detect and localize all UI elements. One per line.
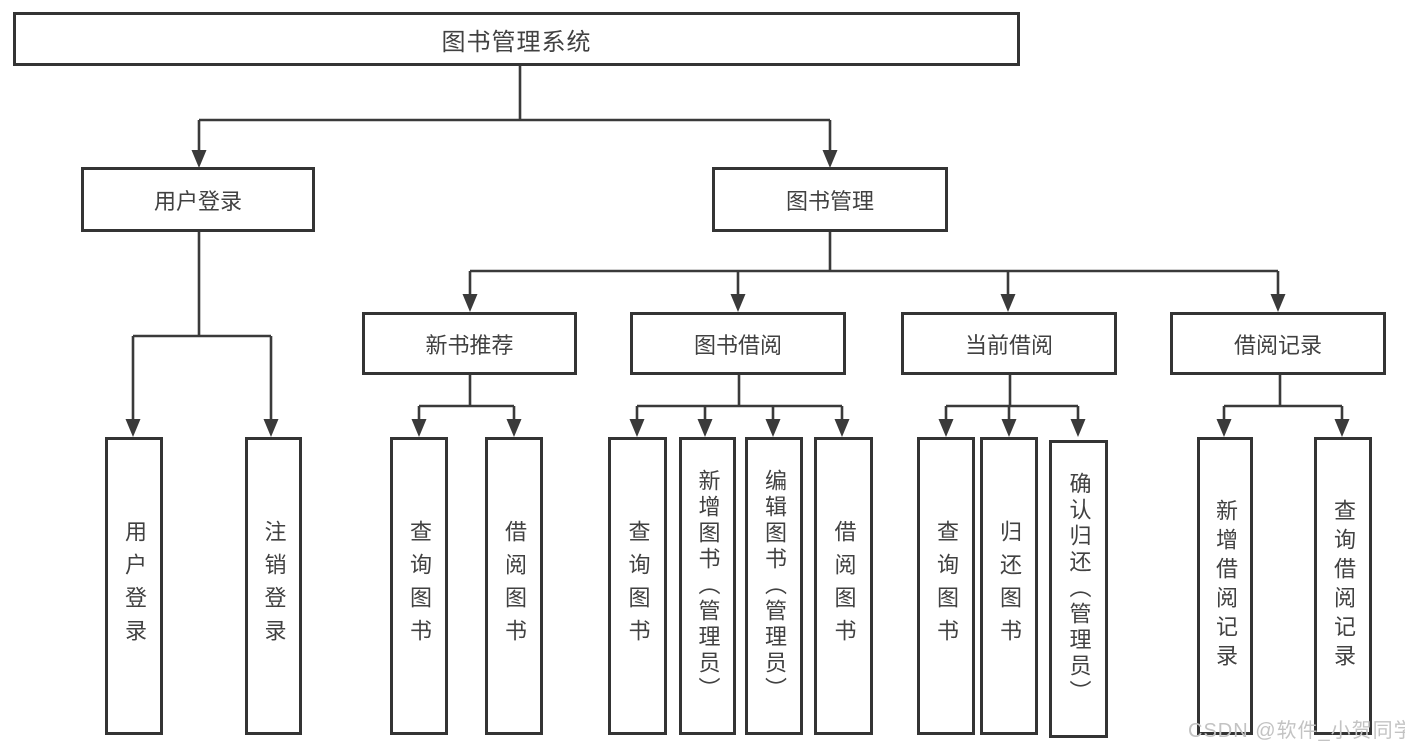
node-leaf-query-books-3: 查询图书 xyxy=(917,437,975,735)
node-book-management: 图书管理 xyxy=(712,167,948,232)
connector-borrow-record-children xyxy=(1222,375,1344,421)
node-leaf-confirm-return-admin: 确认归还（管理员） xyxy=(1049,440,1108,738)
node-leaf-query-books: 查询图书 xyxy=(390,437,448,735)
connector-book-mgmt-children xyxy=(468,232,1280,296)
connector-new-book-children xyxy=(417,375,516,421)
node-leaf-query-books-2: 查询图书 xyxy=(608,437,667,735)
node-leaf-borrow-books-2: 借阅图书 xyxy=(814,437,873,735)
node-leaf-add-borrow-record: 新增借阅记录 xyxy=(1197,437,1253,735)
node-user-login: 用户登录 xyxy=(81,167,315,232)
node-library-management-system: 图书管理系统 xyxy=(13,12,1020,66)
node-leaf-user-login: 用户登录 xyxy=(105,437,163,735)
node-borrowing-records: 借阅记录 xyxy=(1170,312,1386,375)
csdn-watermark: CSDN @软件_小贺同学 xyxy=(1188,720,1405,742)
node-leaf-edit-books-admin: 编辑图书（管理员） xyxy=(745,437,803,735)
connector-book-borrow-children xyxy=(635,375,844,421)
node-book-borrowing: 图书借阅 xyxy=(630,312,846,375)
node-leaf-borrow-books: 借阅图书 xyxy=(485,437,543,735)
node-leaf-return-books: 归还图书 xyxy=(980,437,1038,735)
connector-current-borrow-children xyxy=(944,375,1080,421)
node-new-book-recommendation: 新书推荐 xyxy=(362,312,577,375)
connector-user-login-children xyxy=(131,232,273,421)
connector-root-to-level2 xyxy=(197,66,832,152)
node-current-borrowing: 当前借阅 xyxy=(901,312,1117,375)
node-leaf-logout: 注销登录 xyxy=(245,437,302,735)
node-leaf-query-borrow-record: 查询借阅记录 xyxy=(1314,437,1372,735)
node-leaf-add-books-admin: 新增图书（管理员） xyxy=(679,437,736,735)
